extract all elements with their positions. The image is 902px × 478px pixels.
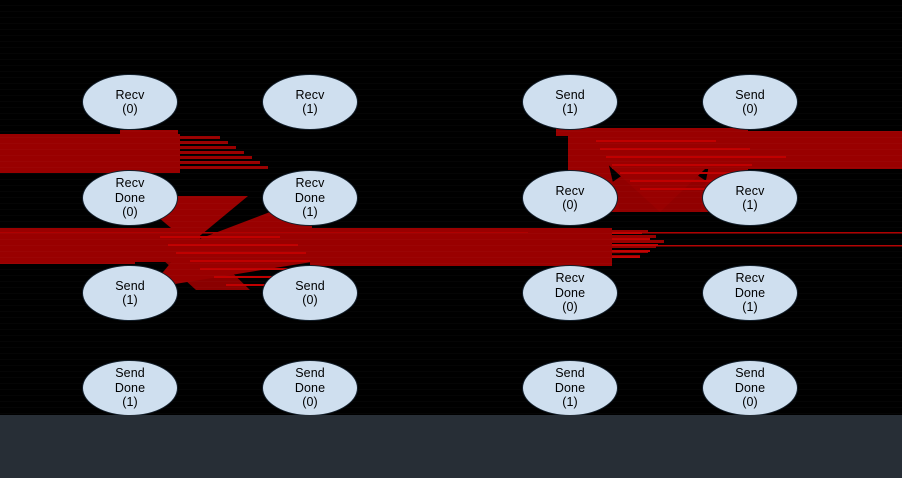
state-node-label-line: (1) xyxy=(122,293,138,307)
bottom-status-bar xyxy=(0,415,902,478)
state-node-label-line: Recv xyxy=(295,87,325,102)
state-node-send-0[interactable]: Send(0) xyxy=(262,265,358,321)
state-node-label-line: Send xyxy=(115,278,145,293)
state-node-recv-0-mid[interactable]: Recv(0) xyxy=(522,170,618,226)
state-node-label-line: Recv xyxy=(115,87,145,102)
state-node-label-line: Recv xyxy=(735,183,765,198)
state-node-label-line: (0) xyxy=(562,198,578,212)
state-node-label-line: Done xyxy=(114,380,146,395)
state-node-label-line: (1) xyxy=(562,395,578,410)
state-node-label-line: Done xyxy=(734,380,766,395)
state-node-label-line: Recv xyxy=(735,271,765,286)
state-node-recv-0[interactable]: Recv(0) xyxy=(82,74,178,130)
state-node-label-line: Send xyxy=(735,87,765,102)
state-node-label-line: Recv xyxy=(115,176,145,191)
state-node-label-line: Send xyxy=(295,278,325,293)
state-node-label-line: Done xyxy=(114,190,146,205)
state-node-label-line: Recv xyxy=(555,271,585,286)
state-node-label-line: Done xyxy=(734,285,766,300)
state-node-label-line: Done xyxy=(294,380,326,395)
state-node-label-line: (0) xyxy=(302,293,318,307)
state-node-label-line: (1) xyxy=(302,205,318,220)
state-node-recv-1[interactable]: Recv(1) xyxy=(262,74,358,130)
state-node-label-line: (0) xyxy=(562,300,578,315)
state-node-label-line: (1) xyxy=(122,395,138,410)
state-node-label-line: Done xyxy=(554,380,586,395)
state-node-send-1-top[interactable]: Send(1) xyxy=(522,74,618,130)
state-node-label-line: (0) xyxy=(742,102,758,116)
state-node-label-line: Send xyxy=(295,366,325,381)
state-node-label-line: (1) xyxy=(742,198,758,212)
state-node-label-line: (0) xyxy=(122,205,138,220)
state-node-label-line: Send xyxy=(735,366,765,381)
state-node-label-line: Recv xyxy=(295,176,325,191)
state-node-label-line: Done xyxy=(554,285,586,300)
state-node-label-line: (1) xyxy=(562,102,578,116)
state-node-recv-1-mid[interactable]: Recv(1) xyxy=(702,170,798,226)
state-node-label-line: (1) xyxy=(302,102,318,116)
state-node-label-line: Send xyxy=(115,366,145,381)
state-node-label-line: (0) xyxy=(302,395,318,410)
state-node-label-line: Send xyxy=(555,87,585,102)
state-node-send-1[interactable]: Send(1) xyxy=(82,265,178,321)
state-node-label-line: Recv xyxy=(555,183,585,198)
state-node-label-line: (1) xyxy=(742,300,758,315)
state-node-label-line: Send xyxy=(555,366,585,381)
state-node-label-line: (0) xyxy=(122,102,138,116)
state-node-label-line: Done xyxy=(294,190,326,205)
state-node-label-line: (0) xyxy=(742,395,758,410)
state-node-send-0-top[interactable]: Send(0) xyxy=(702,74,798,130)
